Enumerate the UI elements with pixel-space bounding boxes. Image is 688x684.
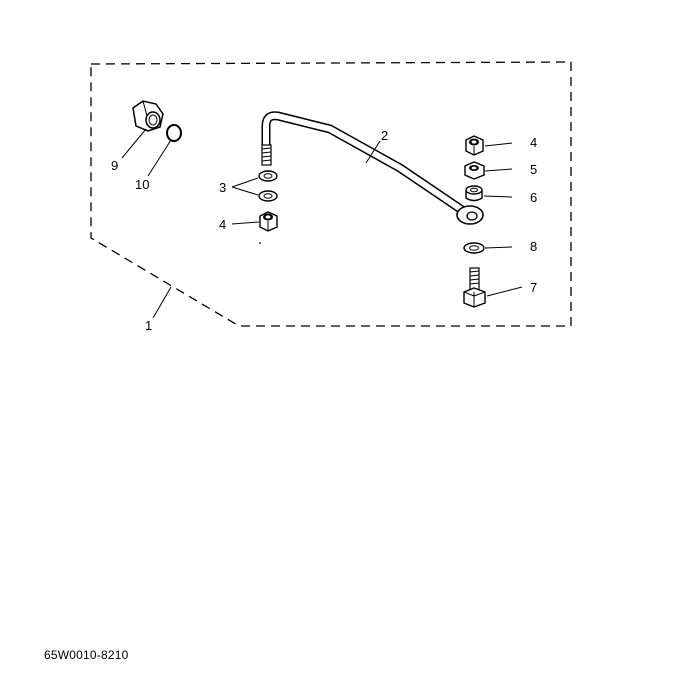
part-6-collar	[465, 185, 483, 202]
part-9-fitting	[132, 100, 164, 132]
leader-3a	[231, 177, 259, 188]
callout-3: 3	[219, 180, 226, 195]
part-8-washer	[463, 242, 485, 254]
part-7-bolt	[463, 267, 486, 308]
leader-2	[365, 140, 381, 164]
leader-10	[147, 139, 172, 177]
callout-7: 7	[530, 280, 537, 295]
callout-2: 2	[381, 128, 388, 143]
part-10-o-ring	[166, 124, 182, 142]
part-code-label: 65W0010-8210	[44, 648, 129, 662]
callout-5: 5	[530, 162, 537, 177]
part-2-link-rod	[261, 111, 484, 225]
callout-4-right: 4	[530, 135, 537, 150]
callout-8: 8	[530, 239, 537, 254]
callout-9: 9	[111, 158, 118, 173]
callout-1: 1	[145, 318, 152, 333]
leader-5	[484, 168, 513, 172]
leader-4-left	[231, 221, 260, 225]
kit-boundary-dashed	[90, 61, 572, 327]
leader-6	[483, 195, 513, 198]
leader-7	[486, 286, 523, 297]
part-4-nut-left	[259, 211, 278, 232]
leader-4-right	[484, 142, 513, 147]
leader-8	[484, 246, 513, 249]
part-5-nut	[464, 161, 485, 180]
callout-6: 6	[530, 190, 537, 205]
callout-10: 10	[135, 177, 149, 192]
callout-4-left: 4	[219, 217, 226, 232]
leader-3b	[231, 186, 259, 196]
part-3-washers	[258, 170, 278, 202]
part-4-nut-right	[465, 135, 484, 156]
leader-9	[121, 128, 147, 159]
leader-1	[152, 286, 172, 319]
